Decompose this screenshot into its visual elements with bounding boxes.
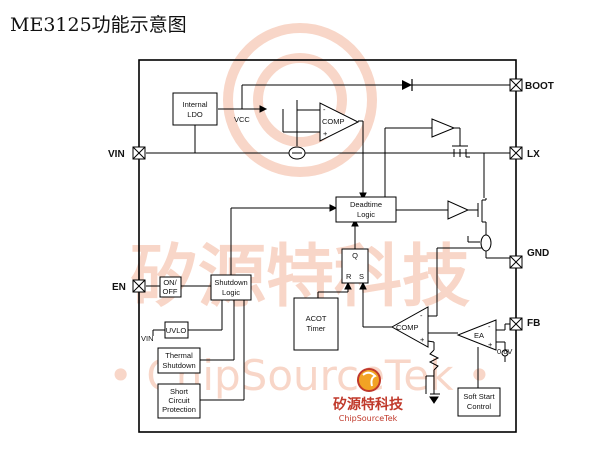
uvlo-label: UVLO [166,326,187,335]
ldo-label-2: LDO [187,110,203,119]
shutdown-label-1: Shutdown [214,278,247,287]
high-side-driver [431,118,456,138]
thermal-label-1: Thermal [165,351,193,360]
top-comparator-label: COMP [322,117,345,126]
svg-text:+: + [420,335,425,344]
logo-cn-text: 矽源特科技 [333,396,404,413]
ldo-label-1: Internal [182,100,207,109]
deadtime-label-1: Deadtime [350,200,382,209]
latch-q-label: Q [352,251,358,260]
thermal-shutdown-block [157,347,201,374]
softstart-label-1: Soft Start [463,392,495,401]
svg-text:+: + [488,340,493,349]
onoff-label-2: OFF [163,287,178,296]
shutdown-label-2: Logic [222,288,240,297]
pin-boot: BOOT [509,78,554,92]
svg-text:-: - [488,322,491,331]
acot-label-1: ACOT [306,314,327,323]
pin-fb-label: FB [527,318,540,329]
ea-label: EA [474,331,484,340]
pin-en-label: EN [112,282,126,293]
pin-boot-label: BOOT [525,81,554,92]
shutdown-logic-block [210,274,252,301]
logo-en-text: ChipSourceTek [339,414,398,423]
vin-small-label: VIN [141,334,154,343]
chip-outline [138,59,517,433]
short-label-1: Short [170,387,189,396]
short-label-3: Protection [162,405,196,414]
uvlo-block [164,321,189,339]
softstart-label-2: Control [467,402,492,411]
low-side-sense-bubble [480,234,492,252]
pin-lx-label: LX [527,149,540,160]
pin-lx: LX [509,146,540,160]
deadtime-logic-block [335,196,397,223]
top-comparator [319,102,360,142]
short-circuit-block [157,383,201,419]
pin-fb: FB [509,317,540,331]
pin-vin: VIN [108,146,146,160]
pin-gnd: GND [509,248,549,269]
deadtime-label-2: Logic [357,210,375,219]
svg-text:+: + [323,129,328,138]
pin-vin-label: VIN [108,149,125,160]
high-side-fet [452,145,470,158]
pin-gnd-label: GND [527,248,549,259]
onoff-label-1: ON/ [163,278,177,287]
bottom-comparator [390,306,429,348]
svg-text:-: - [323,105,326,114]
thermal-label-2: Shutdown [162,361,195,370]
low-side-driver [447,200,470,220]
bottom-comparator-label: COMP [396,323,419,332]
soft-start-block [457,387,501,417]
vcc-label: VCC [234,115,250,124]
onoff-block [159,276,182,298]
boot-diode [402,79,413,91]
error-amplifier [456,319,497,351]
acot-timer-block [293,297,339,351]
pin-en: EN [112,279,146,293]
latch-s-label: S [359,272,364,281]
low-side-fet [477,198,487,223]
rs-latch-block [341,248,369,284]
internal-ldo-block [172,92,218,126]
short-label-2: Circuit [168,396,190,405]
latch-r-label: R [346,272,352,281]
svg-text:-: - [420,311,423,320]
vref-label: 0.6V [497,347,512,356]
chipsourcetek-logo: 矽源特科技 ChipSourceTek [333,368,404,423]
acot-label-2: Timer [307,324,326,333]
diagram-title: ME3125功能示意图 [10,14,187,36]
